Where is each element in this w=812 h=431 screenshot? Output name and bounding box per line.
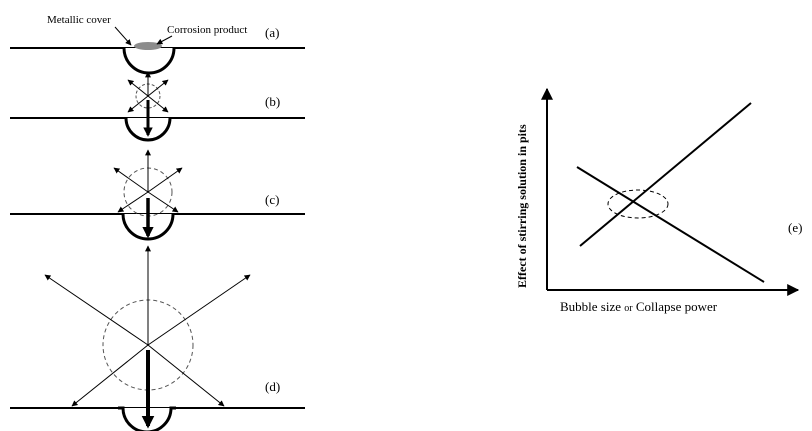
wave-arrow-d-dl — [72, 345, 148, 406]
wave-arrow-b-dl — [128, 96, 148, 112]
panel-e-label: (e) — [788, 220, 802, 235]
pit-a — [124, 48, 174, 73]
metallic-cover-pointer — [115, 27, 131, 45]
panel-a-label: (a) — [265, 25, 279, 40]
graph-e: Effect of stirring solution in pits Bubb… — [515, 89, 802, 314]
wave-arrow-d-ul — [45, 275, 148, 345]
wave-arrow-c-dl — [118, 192, 148, 212]
panel-c: (c) — [10, 150, 305, 239]
x-axis-label: Bubble size or Collapse power — [560, 299, 718, 314]
panel-a: Metallic cover Corrosion product (a) — [10, 14, 305, 73]
panel-c-label: (c) — [265, 192, 279, 207]
panel-d-label: (d) — [265, 379, 280, 394]
metallic-cover-label: Metallic cover — [47, 14, 111, 26]
y-axis-label: Effect of stirring solution in pits — [515, 124, 529, 288]
wave-arrow-b-ul — [128, 80, 148, 96]
wave-arrow-d-ur — [148, 275, 250, 345]
wave-arrow-b-dr — [148, 96, 168, 112]
x-axis-label-part2: Collapse power — [636, 299, 718, 314]
corrosion-product-pointer — [157, 36, 172, 44]
wave-arrow-c-ul — [114, 168, 148, 192]
panel-b: (b) — [10, 72, 305, 140]
x-axis-label-part1: Bubble size — [560, 299, 621, 314]
panel-d: (d) — [10, 246, 305, 431]
corrosion-product-label: Corrosion product — [167, 24, 247, 36]
wave-arrow-b-ur — [148, 80, 168, 96]
panel-b-label: (b) — [265, 94, 280, 109]
rising-line — [580, 103, 751, 246]
wave-arrow-d-dr — [148, 345, 224, 406]
wave-arrow-c-dr — [148, 192, 178, 212]
wave-arrow-c-ur — [148, 168, 182, 192]
x-axis-label-or: or — [624, 303, 633, 314]
